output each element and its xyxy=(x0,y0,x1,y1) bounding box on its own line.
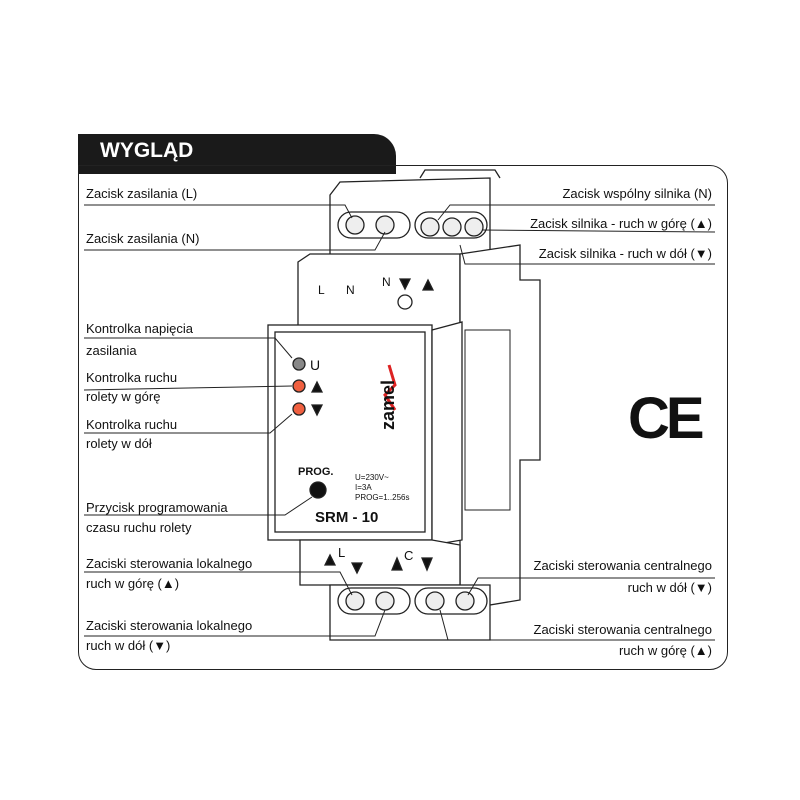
screw-motor-down xyxy=(464,217,484,237)
section-tab: WYGLĄD xyxy=(78,134,396,174)
label-motor-down: Zacisk silnika - ruch w dół (▼) xyxy=(538,246,712,261)
label-prog-2: czasu ruchu rolety xyxy=(86,520,192,535)
label-power-led-2: zasilania xyxy=(86,343,137,358)
label-up-led-2: rolety w górę xyxy=(86,389,161,404)
led-down xyxy=(292,402,306,416)
prog-button xyxy=(309,481,327,499)
term-label-l: L xyxy=(318,283,325,297)
screw-motor-up xyxy=(442,217,462,237)
bottom-label-l: L xyxy=(338,545,346,560)
label-central-up-1: Zaciski sterowania centralnego xyxy=(533,622,712,637)
label-central-down-1: Zaciski sterowania centralnego xyxy=(533,558,712,573)
label-supply-n: Zacisk zasilania (N) xyxy=(86,231,200,246)
led-up xyxy=(292,379,306,393)
label-local-down-2: ruch w dół (▼) xyxy=(86,638,171,653)
led-power xyxy=(292,357,306,371)
screw-n xyxy=(375,215,395,235)
model-label: SRM - 10 xyxy=(315,509,379,526)
label-up-led-1: Kontrolka ruchu xyxy=(86,370,178,385)
label-down-led-1: Kontrolka ruchu xyxy=(86,417,178,432)
spec-current: I=3A xyxy=(355,483,372,492)
front-face xyxy=(267,324,433,541)
label-local-up-1: Zaciski sterowania lokalnego xyxy=(86,556,253,571)
prog-label: PROG. xyxy=(298,466,334,478)
label-prog-1: Przycisk programowania xyxy=(86,500,228,515)
bottom-label-c: C xyxy=(404,548,414,563)
label-central-down-2: ruch w dół (▼) xyxy=(627,580,712,595)
term-label-motor-n: N xyxy=(382,275,391,289)
label-central-up-2: ruch w górę (▲) xyxy=(618,643,712,658)
label-down-led-2: rolety w dół xyxy=(86,436,152,451)
spec-prog: PROG=1..256s xyxy=(355,493,410,502)
label-supply-l: Zacisk zasilania (L) xyxy=(86,186,198,201)
label-local-down-1: Zaciski sterowania lokalnego xyxy=(86,618,253,633)
diagram-panel xyxy=(78,165,728,670)
side-body xyxy=(459,244,541,611)
brand-logo: zamel xyxy=(378,379,398,430)
led-u-label: U xyxy=(310,357,321,373)
spec-voltage: U=230V~ xyxy=(355,473,389,482)
ce-mark: CE xyxy=(628,386,705,451)
label-power-led-1: Kontrolka napięcia xyxy=(86,321,193,336)
screw-motor-n xyxy=(420,217,440,237)
label-local-up-2: ruch w górę (▲) xyxy=(86,576,180,591)
label-motor-n: Zacisk wspólny silnika (N) xyxy=(562,186,712,201)
lower-body xyxy=(299,539,461,586)
screw-l xyxy=(345,215,365,235)
label-motor-up: Zacisk silnika - ruch w górę (▲) xyxy=(530,216,712,231)
term-label-n: N xyxy=(346,283,355,297)
section-title: WYGLĄD xyxy=(100,139,194,162)
